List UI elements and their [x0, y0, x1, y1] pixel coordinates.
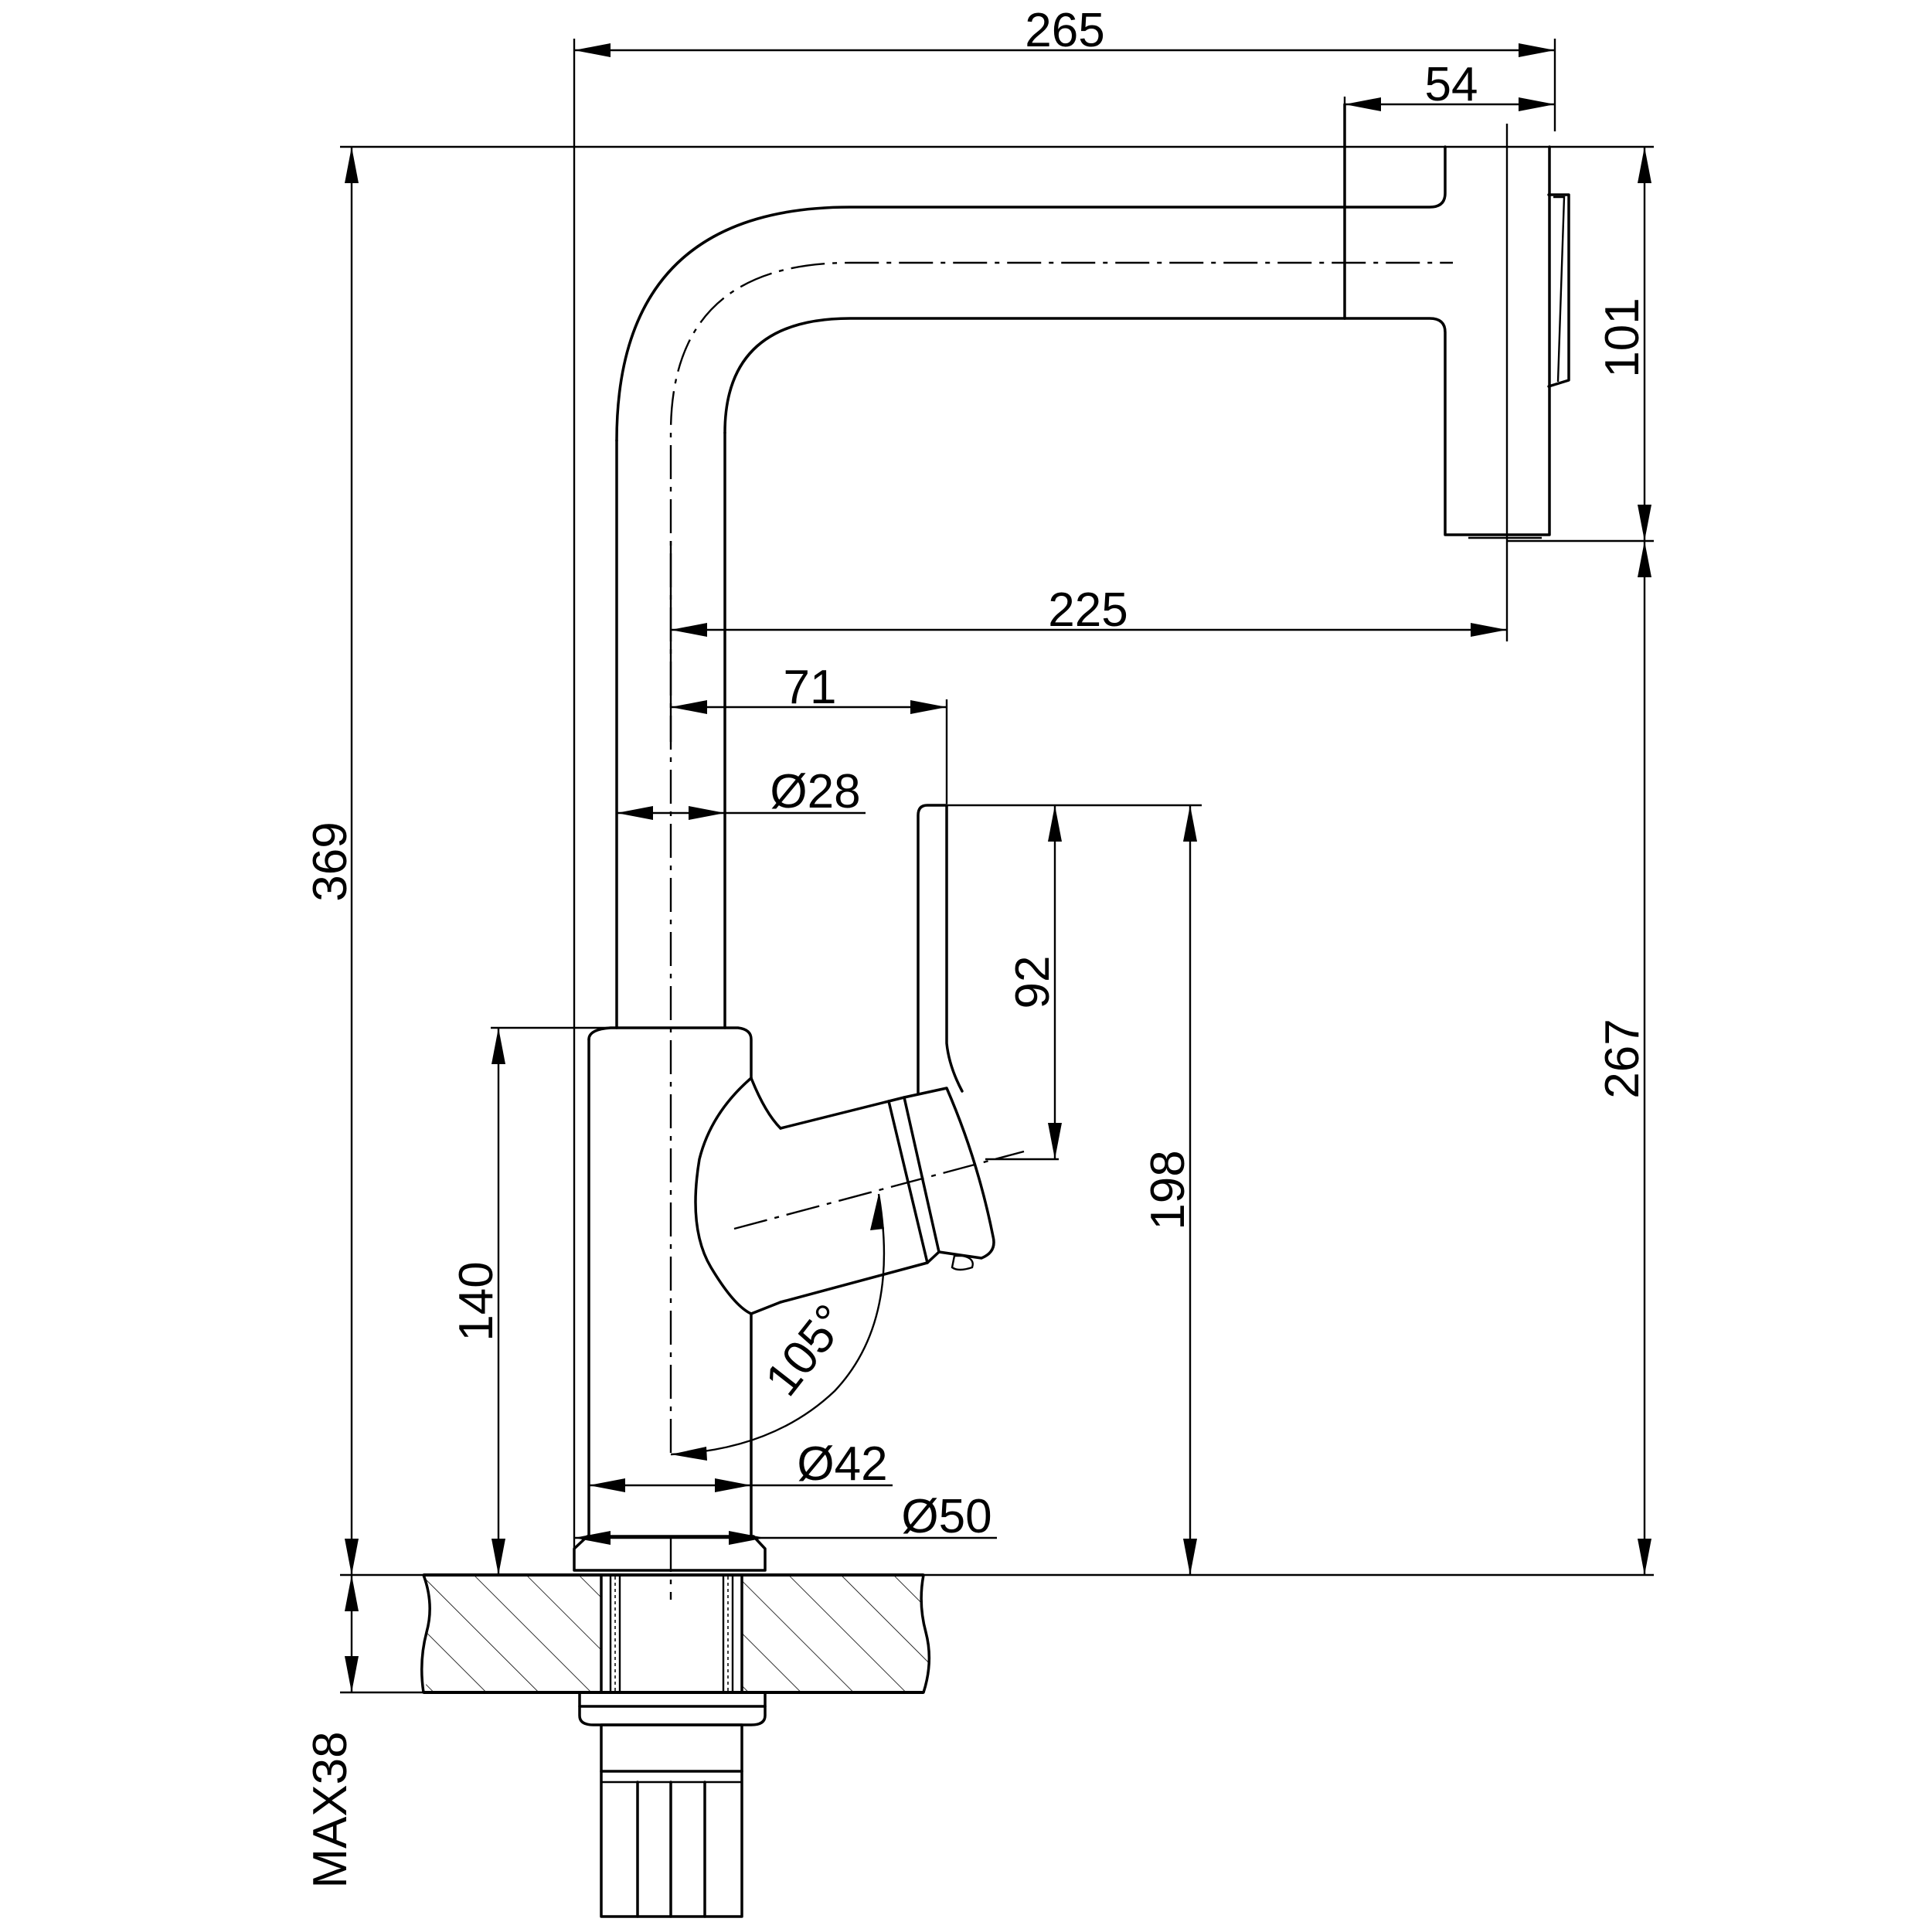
- label-handle-top-height: 198: [1141, 1150, 1195, 1230]
- dim-handle-offset: 71: [671, 661, 947, 714]
- label-body-height: 140: [450, 1261, 503, 1341]
- extension-lines: [340, 39, 1654, 1694]
- dim-reach: 225: [671, 583, 1507, 637]
- fixing-nut: [578, 1691, 767, 1918]
- dim-max-counter: MAX38: [304, 1575, 359, 1889]
- dim-spray-head-height: 101: [1596, 147, 1651, 541]
- dim-spout-diameter: Ø28: [617, 765, 866, 820]
- mixer-handle: [694, 804, 995, 1315]
- label-spray-head-height: 101: [1596, 298, 1649, 377]
- label-reach: 225: [1048, 583, 1128, 637]
- label-max-counter-thickness: MAX38: [304, 1731, 357, 1888]
- label-handle-height: 92: [1006, 956, 1060, 1009]
- countertop-section: [420, 1573, 931, 1694]
- label-base-diameter: Ø50: [901, 1490, 992, 1543]
- dim-body-diameter: Ø42: [589, 1437, 893, 1492]
- label-spout-diameter: Ø28: [770, 765, 860, 818]
- dim-spray-head-width: 54: [1345, 58, 1555, 111]
- label-handle-offset: 71: [784, 661, 837, 714]
- dim-handle-angle: 105°: [670, 1193, 886, 1461]
- dim-total-width: 265: [574, 4, 1555, 57]
- dim-total-height: 369: [304, 147, 359, 1575]
- dim-handle-top-height: 198: [1141, 805, 1197, 1575]
- dim-outlet-height: 267: [1596, 541, 1651, 1575]
- label-body-diameter: Ø42: [797, 1437, 887, 1491]
- label-spray-head-width: 54: [1425, 58, 1478, 111]
- label-outlet-height: 267: [1596, 1019, 1649, 1098]
- dim-base-diameter: Ø50: [574, 1490, 997, 1545]
- dim-handle-height: 92: [1006, 805, 1062, 1159]
- centerlines: [669, 261, 1453, 1600]
- spray-head: [1343, 145, 1570, 539]
- label-total-height: 369: [304, 821, 357, 901]
- label-handle-angle: 105°: [755, 1295, 858, 1406]
- dim-body-height: 140: [450, 1028, 505, 1575]
- faucet-body: [573, 103, 1346, 1572]
- label-total-width: 265: [1025, 4, 1104, 57]
